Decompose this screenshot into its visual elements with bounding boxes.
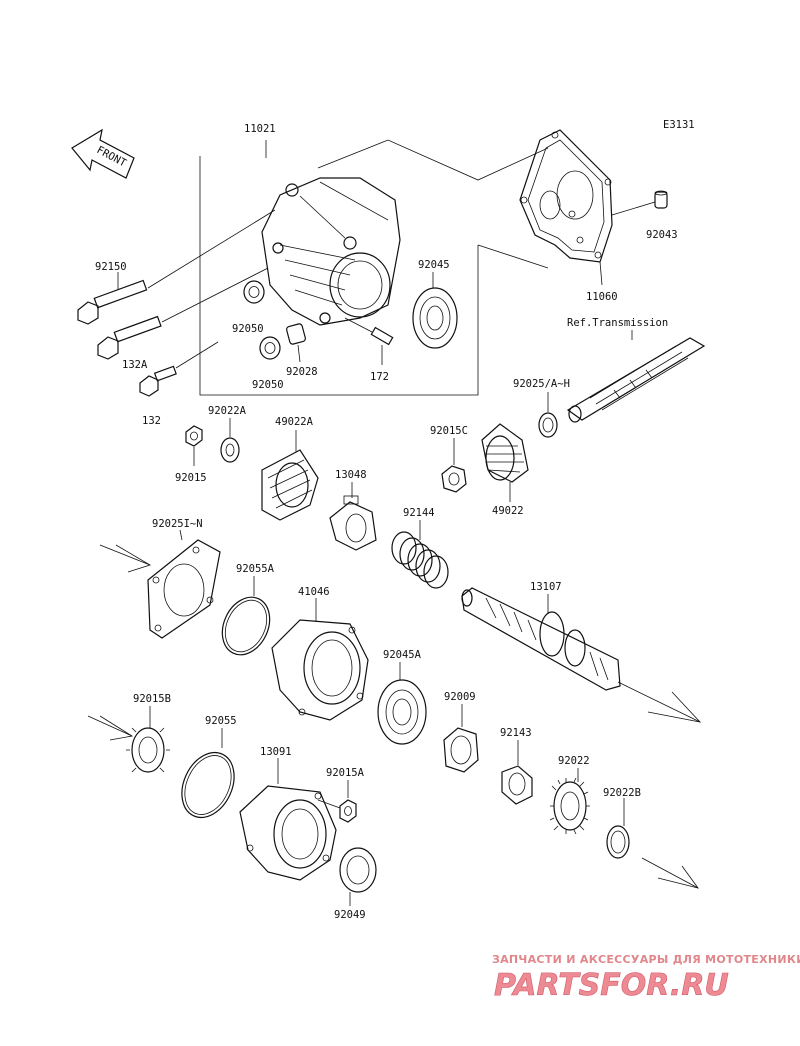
collar-92143: [501, 765, 533, 805]
label-13091: 13091: [260, 746, 292, 758]
label-92015B: 92015B: [133, 693, 171, 705]
label-92045: 92045: [418, 259, 450, 271]
label-92022B: 92022B: [603, 787, 641, 799]
label-92150: 92150: [95, 261, 127, 273]
label-92025-a-h: 92025/A~H: [513, 378, 570, 390]
bushing-92028: [286, 323, 306, 345]
label-92025-i-n: 92025I~N: [152, 518, 203, 530]
nut-92015A: [317, 799, 357, 823]
output-shaft-13107: [461, 587, 621, 691]
o-ring-92055A: [221, 596, 271, 656]
stud-172: [344, 317, 394, 346]
oil-seal-92050-upper: [243, 280, 265, 304]
label-13048: 13048: [335, 469, 367, 481]
label-92045A: 92045A: [383, 649, 422, 661]
label-49022: 49022: [492, 505, 524, 517]
label-132A: 132A: [122, 359, 148, 371]
bevel-gear-49022A: [261, 449, 319, 521]
bearing-holder-13091: [239, 785, 337, 881]
label-92043: 92043: [646, 229, 678, 241]
label-92015: 92015: [175, 472, 207, 484]
o-ring-92055: [181, 751, 235, 819]
label-41046: 41046: [298, 586, 330, 598]
washer-92022A: [220, 437, 240, 463]
washer-92022B: [606, 825, 630, 859]
watermark-logo: ЗАПЧАСТИ И АКСЕССУАРЫ ДЛЯ МОТОТЕХНИКИ PA…: [492, 953, 800, 1003]
label-92050-upper: 92050: [232, 323, 264, 335]
coupling-13048: [329, 495, 377, 551]
lock-washer-92022: [549, 777, 590, 835]
label-92144: 92144: [403, 507, 435, 519]
shim-92025-a-h: [538, 412, 558, 438]
nut-92009: [443, 727, 479, 773]
label-92015A: 92015A: [326, 767, 365, 779]
bolt-132A: [97, 267, 269, 360]
label-13107: 13107: [530, 581, 562, 593]
label-92015C: 92015C: [430, 425, 468, 437]
label-92055: 92055: [205, 715, 237, 727]
label-92022: 92022: [558, 755, 590, 767]
nut-92015B: [126, 727, 170, 773]
diagram-code: E3131: [663, 119, 695, 131]
bearing-housing-41046: [271, 619, 369, 721]
svg-text:PARTSFOR.RU: PARTSFOR.RU: [494, 968, 729, 1003]
bolt-92150: [77, 209, 276, 325]
label-132: 132: [142, 415, 161, 427]
transmission-shaft: [566, 337, 706, 423]
gear-case-housing: [261, 177, 401, 326]
oil-seal-92050-lower: [259, 336, 281, 360]
housing-group-frame: [199, 139, 549, 396]
oil-seal-92049: [339, 847, 377, 893]
label-92050-lower: 92050: [252, 379, 284, 391]
label-92009: 92009: [444, 691, 476, 703]
label-11021: 11021: [244, 123, 276, 135]
label-92143: 92143: [500, 727, 532, 739]
label-49022A: 49022A: [275, 416, 314, 428]
front-arrow-icon: FRONT: [71, 128, 135, 179]
ball-bearing-92045A: [377, 679, 427, 745]
shim-plate-92025-i-n: [147, 539, 221, 639]
label-92055A: 92055A: [236, 563, 275, 575]
spring-92144: [391, 531, 449, 589]
ref-transmission-label: Ref.Transmission: [567, 317, 668, 329]
label-11060: 11060: [586, 291, 618, 303]
label-172: 172: [370, 371, 389, 383]
svg-text:ЗАПЧАСТИ И АКСЕССУАРЫ ДЛЯ МОТО: ЗАПЧАСТИ И АКСЕССУАРЫ ДЛЯ МОТОТЕХНИКИ: [492, 953, 800, 966]
nut-92015: [185, 425, 203, 447]
label-92028: 92028: [286, 366, 318, 378]
nut-92015C: [441, 465, 467, 493]
svg-text:FRONT: FRONT: [95, 144, 129, 170]
bolt-132: [139, 341, 219, 397]
gasket: [519, 129, 613, 263]
ball-bearing-92045: [412, 287, 458, 349]
label-92022A: 92022A: [208, 405, 247, 417]
bevel-gear-49022: [481, 423, 529, 483]
dowel-pin: [654, 190, 668, 209]
label-92049: 92049: [334, 909, 366, 921]
